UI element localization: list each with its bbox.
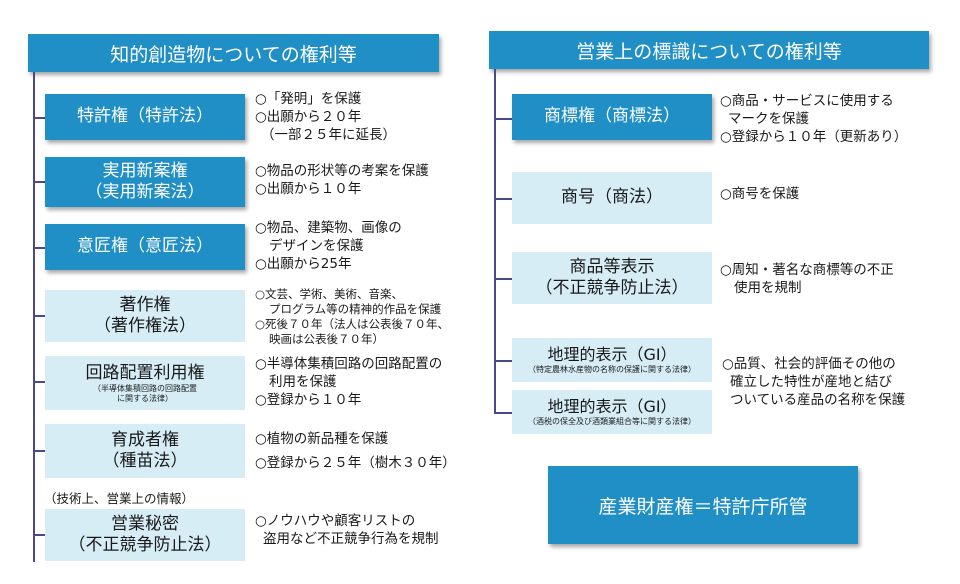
breeder-box: 育成者権 （種苗法）	[45, 424, 245, 478]
indication-law: （不正競争防止法）	[535, 278, 689, 298]
trade-secret-law: （不正競争防止法）	[68, 535, 222, 555]
trade-name-title: 商号（商法）	[561, 187, 663, 208]
right-header: 営業上の標識についての権利等	[489, 31, 929, 69]
trade-name-desc: ○商号を保護	[720, 186, 800, 202]
indication-desc: ○周知・著名な商標等の不正 使用を規制	[720, 262, 894, 297]
industrial-property-jpo-box: 産業財産権＝特許庁所管	[548, 466, 858, 544]
connector-tick	[33, 534, 45, 536]
utility-model-box: 実用新案権 （実用新案法）	[45, 157, 245, 207]
gi-liquor-box: 地理的表示（GI） （酒税の保全及び酒類業組合等に関する法律）	[512, 390, 712, 434]
connector-tick	[33, 381, 45, 383]
design-desc: ○物品、建築物、画像の デザインを保護 ○出願から25年	[255, 220, 402, 273]
connector-tick	[33, 315, 45, 317]
indication-title: 商品等表示	[569, 256, 655, 277]
copyright-title: 著作権	[119, 294, 171, 315]
gi-agri-title: 地理的表示（GI）	[547, 345, 677, 365]
gi-liquor-law: （酒税の保全及び酒類業組合等に関する法律）	[528, 417, 696, 427]
connector-tick	[494, 118, 512, 120]
breeder-law: （種苗法）	[102, 451, 188, 471]
gi-agri-law: （特定農林水産物の名称の保護に関する法律）	[528, 365, 696, 375]
breeder-title: 育成者権	[111, 429, 179, 450]
trade-secret-desc: ○ノウハウや顧客リストの 盗用など不正競争行為を規制	[255, 513, 439, 548]
utility-model-law: （実用新案法）	[85, 182, 205, 202]
trademark-box: 商標権（商標法）	[512, 94, 712, 140]
connector-tick	[33, 247, 45, 249]
connector-tick	[494, 412, 512, 414]
connector-tick	[494, 278, 512, 280]
connector-tick	[494, 360, 512, 362]
gi-liquor-title: 地理的表示（GI）	[547, 397, 677, 417]
trade-secret-box: 営業秘密 （不正競争防止法）	[45, 509, 245, 561]
right-connector-line	[494, 69, 496, 414]
patent-desc: ○「発明」を保護 ○出願から２０年 （一部２５年に延長）	[255, 91, 396, 144]
trade-name-box: 商号（商法）	[512, 172, 712, 224]
connector-tick	[494, 198, 512, 200]
design-title: 意匠権（意匠法）	[77, 236, 213, 257]
connector-tick	[33, 181, 45, 183]
circuit-layout-desc: ○半導体集積回路の回路配置の 利用を保護 ○登録から１０年	[255, 356, 443, 409]
trademark-title: 商標権（商標法）	[544, 106, 680, 127]
design-box: 意匠権（意匠法）	[45, 224, 245, 270]
left-connector-line	[33, 72, 35, 562]
trademark-desc: ○商品・サービスに使用する マークを保護 ○登録から１０年（更新あり）	[720, 93, 908, 146]
utility-model-desc: ○物品の形状等の考案を保護 ○出願から１０年	[255, 163, 429, 198]
copyright-box: 著作権 （著作権法）	[45, 290, 245, 342]
trade-secret-note: （技術上、営業上の情報）	[44, 491, 195, 506]
circuit-layout-box: 回路配置利用権 （半導体集積回路の回路配置 に関する法律）	[45, 356, 245, 410]
connector-tick	[33, 117, 45, 119]
copyright-law: （著作権法）	[94, 316, 196, 336]
connector-tick	[33, 450, 45, 452]
patent-title: 特許権（特許法）	[77, 106, 213, 127]
utility-model-title: 実用新案権	[102, 160, 188, 181]
breeder-desc: ○植物の新品種を保護 ○登録から２５年（樹木３０年）	[255, 431, 456, 472]
circuit-layout-law: に関する法律）	[117, 393, 173, 403]
gi-desc: ○品質、社会的評価その他の 確立した特性が産地と結び ついている産品の名称を保護	[722, 356, 906, 409]
trade-secret-title: 営業秘密	[111, 513, 179, 534]
copyright-desc: ○文芸、学術、美術、音楽、 プログラム等の精神的作品を保護 ○死後７０年（法人は…	[255, 287, 450, 346]
circuit-layout-title: 回路配置利用権	[85, 362, 205, 383]
circuit-layout-law: （半導体集積回路の回路配置	[93, 384, 197, 394]
left-header: 知的創造物についての権利等	[28, 34, 439, 72]
gi-agri-box: 地理的表示（GI） （特定農林水産物の名称の保護に関する法律）	[512, 338, 712, 382]
patent-box: 特許権（特許法）	[45, 94, 245, 140]
indication-box: 商品等表示 （不正競争防止法）	[512, 252, 712, 304]
